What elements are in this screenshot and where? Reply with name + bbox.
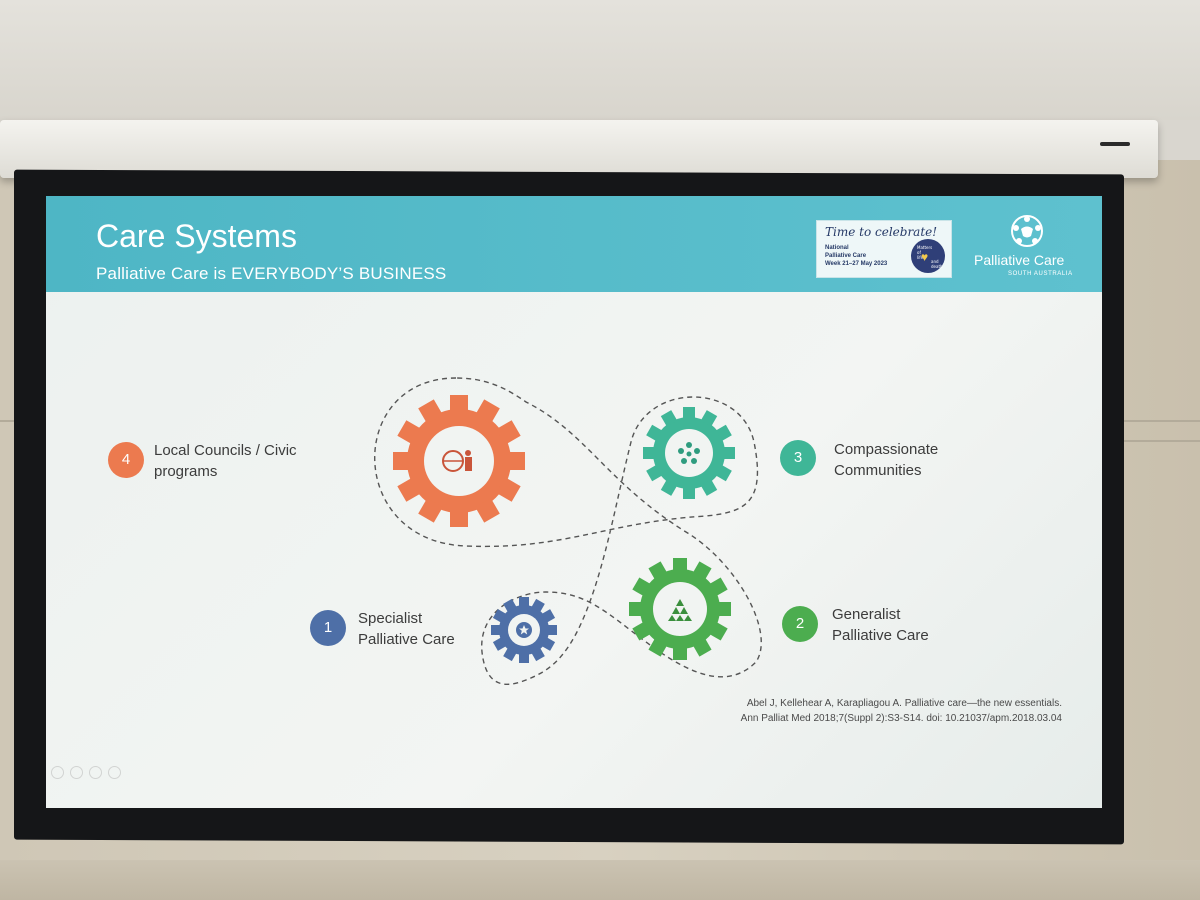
slide-title: Care Systems [96, 218, 297, 254]
globe-person-icon [442, 450, 472, 472]
ceiling [0, 0, 1200, 120]
citation: Abel J, Kellehear A, Karapliagou A. Pall… [722, 696, 1062, 726]
dashed-connection-path [374, 377, 762, 685]
item-label-specialist: Specialist Palliative Care [358, 608, 518, 650]
citation-line: Abel J, Kellehear A, Karapliagou A. Pall… [746, 698, 1062, 709]
view-icon[interactable] [89, 766, 102, 779]
promo-headline: Time to celebrate! [825, 225, 938, 239]
slideshow-controls[interactable] [46, 766, 152, 786]
slide-header-banner: Care Systems Palliative Care is EVERYBOD… [46, 196, 1102, 292]
projector-screen-housing [0, 120, 1158, 178]
item-label-generalist: Generalist Palliative Care [832, 604, 992, 646]
citation-line: Ann Palliat Med 2018;7(Suppl 2):S3-S14. … [740, 713, 1062, 724]
community-people-icon [678, 442, 700, 464]
label-line: Specialist [358, 610, 423, 627]
gear-specialist [491, 597, 557, 663]
more-icon[interactable] [108, 766, 121, 779]
logo-name: Palliative Care [974, 252, 1065, 268]
label-line: Compassionate [834, 441, 939, 458]
slide-subtitle: Palliative Care is EVERYBODY’S BUSINESS [96, 264, 447, 283]
promo-badge-word: of [917, 250, 921, 255]
promo-line: Week 21–27 May 2023 [825, 261, 888, 267]
item-label-compassionate-communities: Compassionate Communities [834, 439, 994, 481]
promo-badge-word: Matters [917, 245, 932, 250]
promo-line: National [825, 245, 849, 251]
item-number-1: 1 [310, 610, 346, 646]
item-number-3: 3 [780, 440, 816, 476]
gear-generalist [629, 558, 731, 660]
label-line: Palliative Care [358, 631, 455, 648]
presentation-slide: Care Systems Palliative Care is EVERYBOD… [46, 196, 1102, 808]
item-number-2: 2 [782, 606, 818, 642]
promo-badge-word: death [931, 264, 943, 269]
next-slide-icon[interactable] [51, 766, 64, 779]
label-line: programs [154, 463, 218, 480]
promo-badge-word: and [931, 259, 939, 264]
palliative-care-logo-icon [1011, 215, 1043, 247]
heart-icon: ♥ [921, 250, 929, 264]
logo-subtitle: SOUTH AUSTRALIA [1008, 271, 1073, 277]
item-number-4: 4 [108, 442, 144, 478]
promo-line: Palliative Care [825, 253, 867, 259]
wall-seam-right [1120, 440, 1200, 442]
item-label-local-councils: Local Councils / Civic programs [154, 440, 314, 482]
promo-badge: Matters of life and death [911, 239, 945, 273]
pen-icon[interactable] [70, 766, 83, 779]
label-line: Generalist [832, 606, 901, 623]
wall-bottom [0, 860, 1200, 900]
promo-badge-word: life [917, 255, 924, 260]
star-icon [516, 622, 532, 638]
housing-slot [1100, 142, 1130, 146]
gear-compassionate-communities [643, 407, 735, 499]
label-line: Communities [834, 462, 922, 479]
pyramid-icon [668, 599, 692, 621]
care-systems-gear-diagram [374, 377, 762, 685]
promo-badge-text: Matters of life and death [917, 245, 943, 269]
label-line: Palliative Care [832, 627, 929, 644]
label-line: Local Councils / Civic [154, 442, 297, 459]
palliative-care-week-promo: Time to celebrate! National Palliative C… [816, 220, 952, 278]
gear-local-councils [393, 395, 525, 527]
